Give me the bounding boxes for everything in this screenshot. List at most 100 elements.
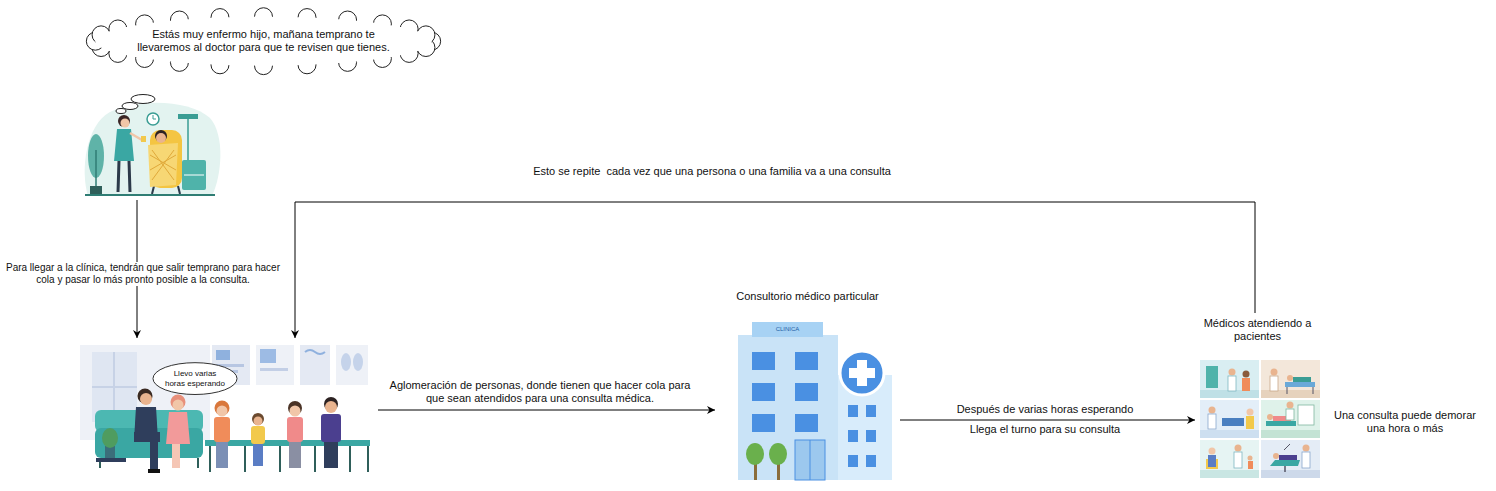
clinic-building [795, 440, 825, 480]
doctors-illustration [1208, 455, 1216, 467]
waiting-room-illustration [325, 401, 337, 413]
doctors-illustration [1298, 405, 1314, 425]
doctors-illustration [1228, 376, 1236, 391]
waiting-room-illustration [321, 414, 341, 442]
waiting-room-illustration [244, 446, 246, 472]
doctors-illustration [1208, 414, 1216, 429]
doctors-illustration [1222, 418, 1244, 426]
clinic-building [752, 414, 775, 432]
clinic-building [866, 405, 876, 417]
duration-note: Una consulta puede demorar una hora o má… [1325, 409, 1485, 435]
family-illustration [85, 103, 221, 196]
thought-cloud [95, 17, 431, 66]
doctors-illustration [1248, 456, 1253, 461]
speech-bubble [78, 338, 378, 480]
family-illustration [90, 186, 102, 194]
family-illustration [95, 150, 97, 188]
doctors-illustration [1302, 452, 1310, 468]
sign-text: CLINICA [752, 326, 823, 332]
waiting-room-illustration [172, 444, 180, 468]
family-illustration [153, 115, 156, 119]
doctors-illustration [1206, 366, 1218, 388]
home-scene: Estás muy enfermo hijo, mañana temprano … [78, 8, 423, 200]
doctors-illustration [1271, 369, 1278, 376]
waiting-room-illustration [96, 458, 126, 462]
waiting-room-illustration [217, 406, 228, 417]
waiting-room-illustration [336, 345, 368, 385]
waiting-room-illustration [367, 446, 369, 472]
family-illustration [147, 113, 159, 125]
edge-note: Llega el turno para su consulta [935, 423, 1155, 436]
family-illustration [182, 160, 206, 190]
doctors-illustration [1248, 461, 1253, 469]
doctors-illustration [1229, 369, 1236, 376]
family-illustration [129, 161, 130, 192]
waiting-room-illustration [102, 428, 118, 448]
clinic-building [795, 352, 818, 370]
clinic-building [752, 322, 823, 337]
clinic: Consultorio médico particular [715, 288, 900, 480]
connector-arrow [295, 202, 1255, 338]
connector-arrow [900, 420, 1195, 421]
edge-label: Aglomeración de personas, donde tienen q… [380, 379, 700, 405]
waiting-room-illustration [197, 458, 199, 468]
doctors-illustration [1261, 360, 1320, 398]
clinic-building [840, 351, 884, 395]
clinic-building [866, 455, 876, 467]
family-illustration [178, 114, 198, 119]
waiting-room-illustration [254, 417, 263, 426]
family-illustration [178, 186, 180, 194]
family-illustration [121, 119, 130, 128]
doctors-illustration [1287, 387, 1288, 394]
doctors-illustration [1261, 430, 1320, 438]
doctors-illustration [1246, 416, 1254, 429]
doctors-heading: Médicos atendiendo a pacientes [1195, 317, 1320, 343]
clinic-building [848, 455, 858, 467]
doctors-illustration [1287, 375, 1293, 381]
clinic-building [738, 322, 892, 480]
doctors-illustration [1200, 430, 1259, 438]
edge-label: Esto se repite cada vez que una persona … [312, 165, 1112, 178]
waiting-room-illustration [349, 446, 351, 472]
waiting-room-illustration [215, 401, 230, 416]
thought-trail [131, 95, 155, 104]
clinic-heading: Consultorio médico particular [715, 290, 900, 303]
waiting-room-illustration [289, 442, 301, 468]
waiting-room-illustration [216, 442, 228, 468]
doctors-illustration [1261, 440, 1320, 478]
family-illustration [130, 133, 142, 140]
doctors-illustration [1279, 455, 1297, 460]
clinic-building [849, 368, 875, 378]
waiting-room-illustration [290, 406, 301, 417]
waiting-room-illustration [251, 426, 265, 444]
doctors: Médicos atendiendo a pacientesUna consul… [1195, 313, 1485, 480]
waiting-room-illustration [214, 417, 230, 442]
clinic-building [866, 430, 876, 442]
doctors-illustration [1200, 400, 1259, 438]
clinic-building [769, 443, 787, 465]
doctors-illustration [1261, 470, 1320, 478]
connector-arrow [378, 410, 715, 411]
doctors-illustration [1286, 409, 1294, 420]
family-illustration [184, 175, 204, 176]
waiting-room-illustration [150, 440, 158, 470]
family-illustration [152, 186, 154, 194]
speech-text: Llevo varias horas esperando [164, 369, 226, 388]
waiting-room: Llevo varias horas esperando [78, 338, 378, 480]
doctors-illustration [1200, 470, 1259, 478]
doctors-illustration [1284, 466, 1286, 472]
doctors-illustration [1242, 378, 1250, 391]
doctors-illustration [1273, 453, 1279, 459]
doctors-illustration [1200, 360, 1259, 398]
waiting-room-illustration [166, 412, 190, 444]
family-illustration [141, 136, 146, 142]
waiting-room-illustration [216, 350, 230, 360]
waiting-room-illustration [341, 353, 351, 371]
clinic-building [795, 383, 818, 401]
waiting-room-illustration [252, 413, 264, 425]
waiting-room-illustration [140, 393, 152, 405]
doctors-illustration [1200, 360, 1320, 478]
clinic-building [738, 335, 838, 480]
waiting-room-illustration [287, 417, 303, 442]
